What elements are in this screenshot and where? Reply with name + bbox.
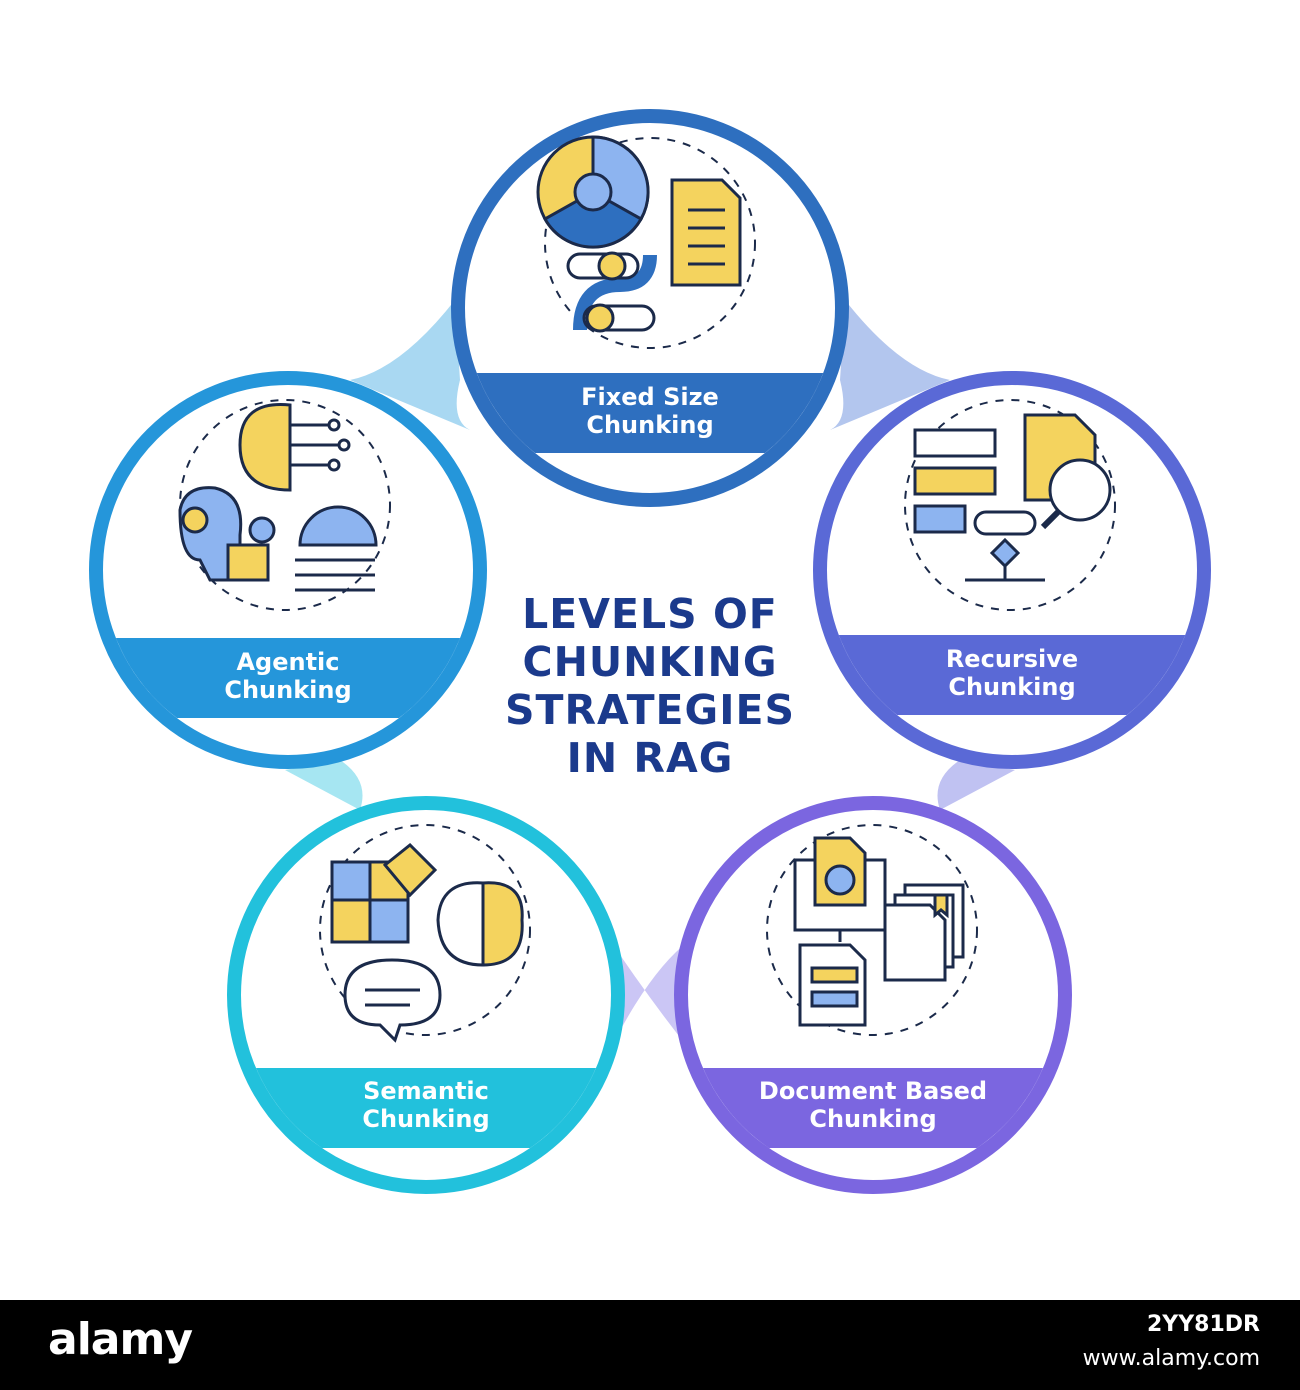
- document-chunking-icon: [766, 824, 978, 1036]
- title-line-2: CHUNKING: [522, 638, 778, 686]
- node-document: Document Based Chunking: [674, 796, 1072, 1194]
- watermark-footer: alamy 2YY81DR www.alamy.com: [0, 1300, 1300, 1390]
- agentic-chunking-icon: [178, 399, 391, 611]
- node-agentic-band: [103, 638, 473, 718]
- node-recursive: Recursive Chunking: [813, 371, 1211, 769]
- footer-brand: alamy: [48, 1314, 193, 1365]
- semantic-chunking-icon: [319, 824, 531, 1043]
- fixed-size-chunking-icon: [536, 135, 756, 349]
- title-line-1: LEVELS OF: [522, 590, 778, 638]
- connector-recursive-document: [937, 760, 1015, 810]
- node-semantic-label-line2: Chunking: [362, 1105, 489, 1133]
- node-fixed-label-line2: Chunking: [586, 411, 713, 439]
- chunking-diagram: Fixed Size Chunking Recursive Chunking: [89, 109, 1211, 1194]
- diagram-title: LEVELS OF CHUNKING STRATEGIES IN RAG: [450, 590, 850, 782]
- recursive-chunking-icon: [904, 399, 1116, 611]
- node-recursive-label-line2: Chunking: [948, 673, 1075, 701]
- connector-fixed-recursive: [830, 300, 950, 430]
- connectors: [285, 300, 1015, 1050]
- node-agentic: Agentic Chunking: [89, 371, 487, 769]
- node-agentic-label-line2: Chunking: [224, 676, 351, 704]
- title-line-4: IN RAG: [566, 734, 734, 782]
- node-recursive-label-line1: Recursive: [946, 645, 1078, 673]
- title-line-3: STRATEGIES: [504, 686, 796, 734]
- footer-image-id: 2YY81DR: [1147, 1312, 1260, 1337]
- node-document-label-line1: Document Based: [759, 1077, 987, 1105]
- node-fixed-label-line1: Fixed Size: [581, 383, 719, 411]
- node-fixed-size: Fixed Size Chunking: [451, 109, 849, 507]
- connector-document-semantic: [610, 940, 690, 1050]
- node-semantic-label-line1: Semantic: [363, 1077, 489, 1105]
- node-document-label-line2: Chunking: [809, 1105, 936, 1133]
- node-fixed-band: [465, 373, 835, 453]
- node-agentic-label-line1: Agentic: [236, 648, 339, 676]
- node-semantic: Semantic Chunking: [227, 796, 625, 1194]
- connector-fixed-agentic: [350, 300, 470, 430]
- node-recursive-band: [827, 635, 1197, 715]
- footer-url: www.alamy.com: [1082, 1346, 1260, 1371]
- connector-semantic-agentic: [285, 760, 363, 810]
